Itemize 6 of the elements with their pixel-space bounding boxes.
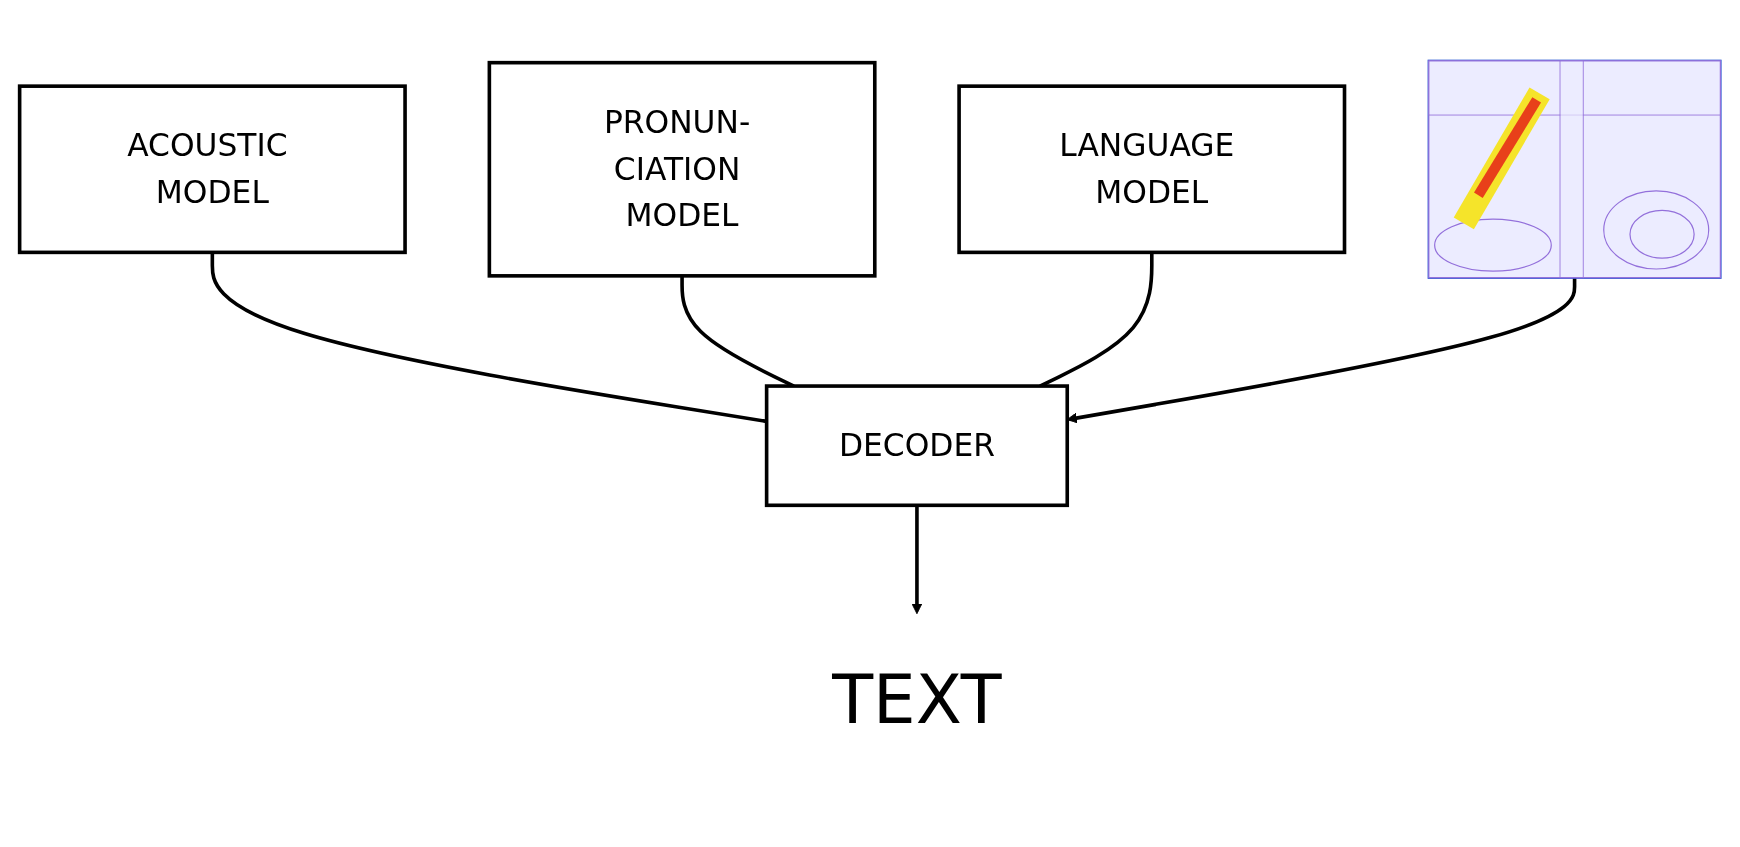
node-box: LANGUAGE MODEL (957, 83, 1347, 254)
node-box: ACOUSTIC MODEL (17, 83, 407, 254)
spectrogram-picture (1428, 59, 1721, 278)
node-box: DECODER (764, 383, 1070, 507)
node-box: PRONUN- CIATION MODEL (487, 60, 877, 278)
arrow (911, 504, 923, 614)
